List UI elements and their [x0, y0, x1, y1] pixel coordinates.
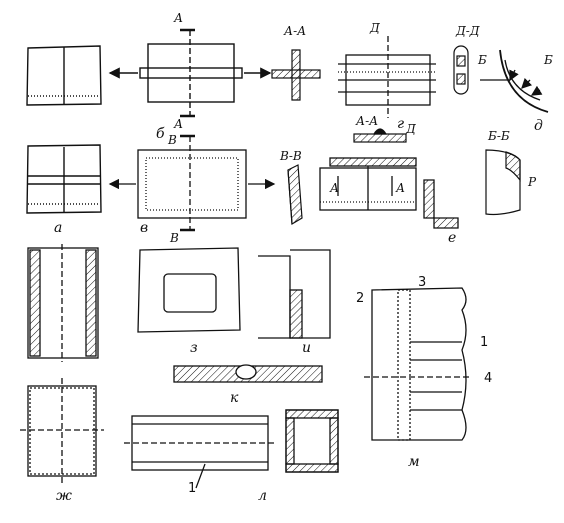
section-D-D: Д-Д [455, 24, 480, 38]
callout-1-m: 1 [480, 335, 488, 350]
label-b: б [156, 126, 165, 142]
section-A-A: А-А [283, 24, 306, 38]
section-V-V-profile [287, 164, 303, 226]
label-i: и [302, 340, 311, 356]
fig-e-structure [319, 157, 459, 229]
mark-B-right: Б [543, 53, 553, 67]
fig-z-plate [137, 247, 241, 333]
section-A-A-profile [271, 49, 321, 101]
fig-l-section [285, 409, 339, 473]
fig-m-assembly [364, 287, 470, 441]
label-k: к [230, 390, 239, 406]
mark-A-top: А [173, 11, 183, 25]
mark-A-bottom: А [173, 117, 183, 131]
mark-V-bottom: В [169, 231, 179, 245]
mark-P: Р [527, 175, 537, 189]
section-B-B: Б-Б [487, 129, 510, 143]
fig-zh-tube-long [27, 244, 99, 362]
section-V-V: В-В [279, 149, 302, 163]
fig-a-bottom-plates [26, 144, 102, 214]
fig-a-top-plates [26, 45, 102, 106]
label-a: а [54, 220, 62, 236]
section-B-B-profile [485, 149, 521, 216]
mark-D-bottom: Д [405, 122, 416, 136]
callout-1-l: 1 [188, 481, 196, 496]
section-D-D-profile [453, 45, 469, 95]
fig-g-beam [338, 36, 436, 118]
callout-3: 3 [418, 275, 426, 290]
section-A-A-g-profile [353, 128, 407, 143]
fig-i-joint [258, 249, 331, 339]
fig-zh-tube-section [20, 378, 104, 484]
label-m: м [408, 454, 420, 470]
label-e: е [448, 230, 456, 246]
fig-d-curved [480, 49, 549, 113]
label-v: в [140, 220, 148, 236]
mark-B-left: Б [477, 53, 487, 67]
fig-k-plate [173, 364, 323, 383]
label-d: д [534, 118, 543, 134]
mark-D-top: Д [369, 21, 380, 35]
label-g: г [397, 116, 404, 132]
callout-4: 4 [484, 371, 492, 386]
label-z: з [190, 340, 198, 356]
mark-A-e-left: А [329, 181, 339, 195]
mark-V-top: В [167, 133, 177, 147]
mark-A-A-g: А-А [355, 114, 378, 128]
callout-2: 2 [356, 291, 364, 306]
fig-v-frame [108, 134, 276, 232]
fig-b-plates [108, 28, 272, 118]
mark-A-e-right: А [395, 181, 405, 195]
label-zh: ж [56, 488, 72, 504]
label-l: л [258, 488, 267, 504]
fig-l-beam [124, 415, 276, 489]
